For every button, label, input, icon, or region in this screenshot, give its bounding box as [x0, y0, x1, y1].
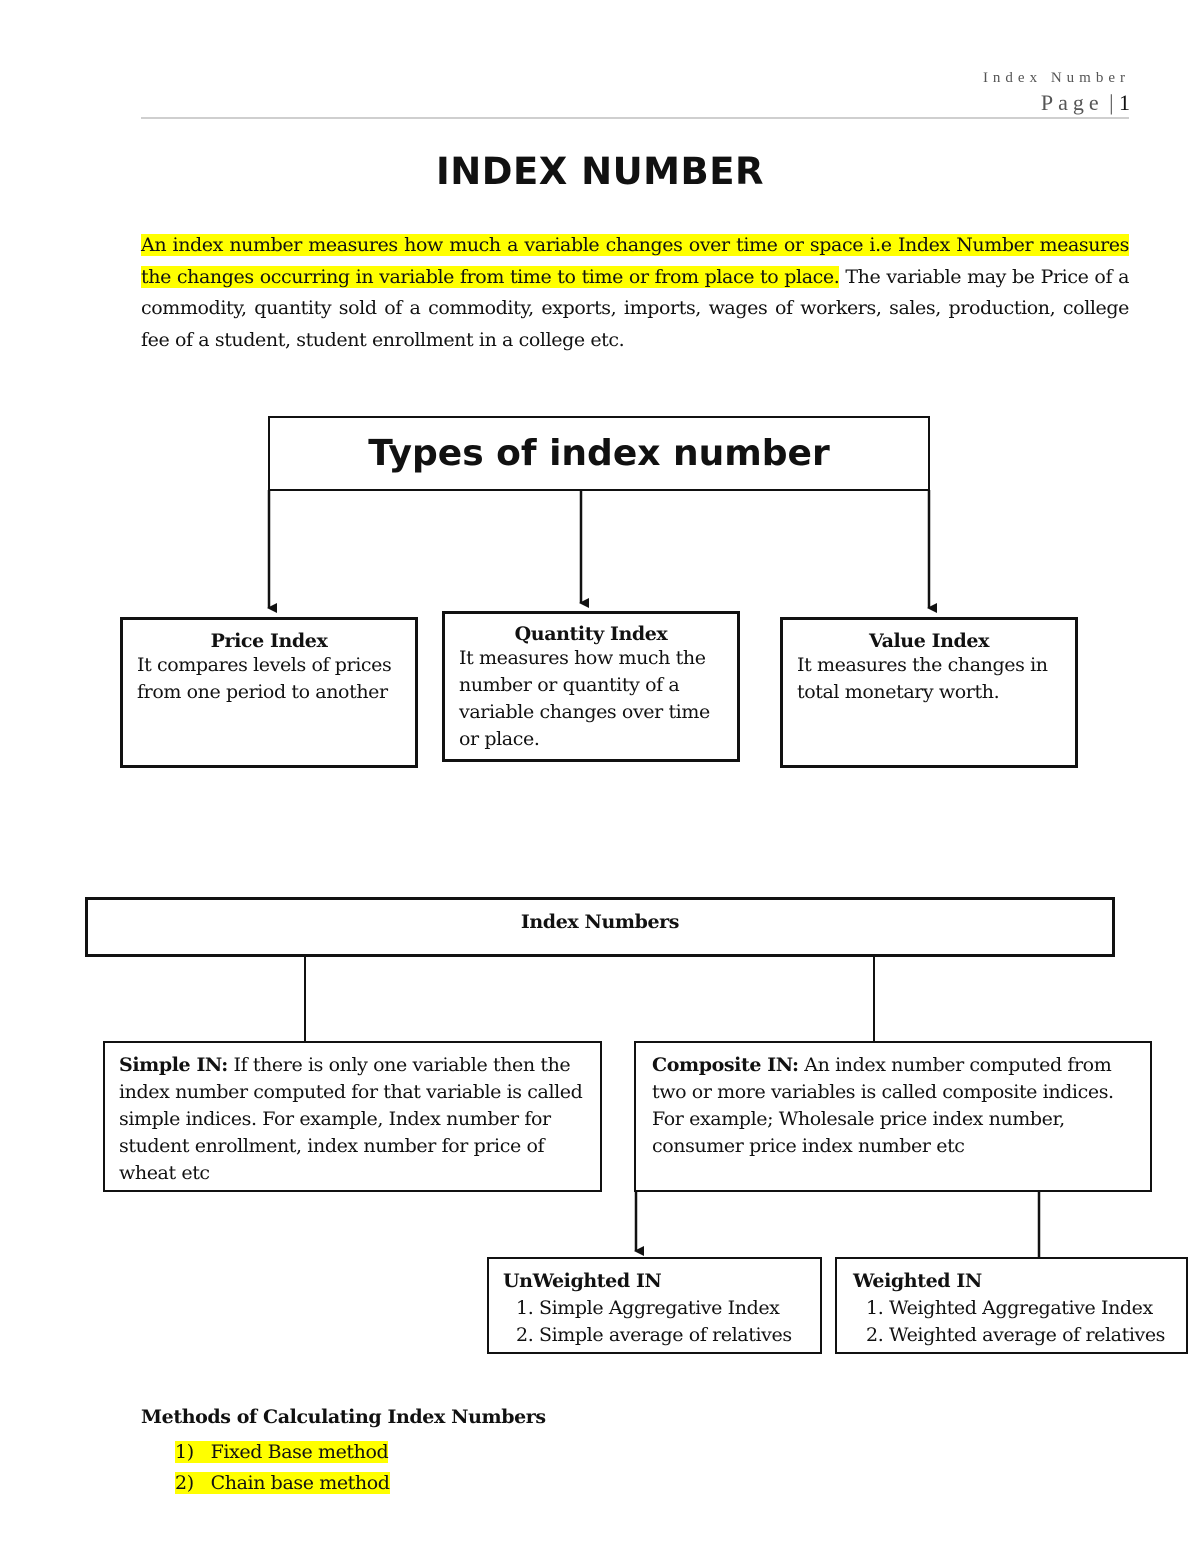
page-title: INDEX NUMBER: [436, 150, 764, 193]
simple-in-text: Simple IN: If there is only one variable…: [119, 1052, 586, 1187]
list-item: Weighted Aggregative Index: [889, 1295, 1170, 1322]
list-item: Simple average of relatives: [539, 1322, 806, 1349]
simple-in-label: Simple IN:: [119, 1054, 228, 1076]
method-label: Chain base method: [210, 1472, 390, 1494]
quantity-index-title: Quantity Index: [514, 623, 668, 645]
method-number: 1): [175, 1441, 194, 1463]
types-root-box: Types of index number: [268, 416, 930, 491]
value-index-box: Value Index It measures the changes in t…: [780, 617, 1078, 768]
weighted-in-box: Weighted IN Weighted Aggregative Index W…: [835, 1257, 1188, 1354]
price-index-title: Price Index: [210, 630, 328, 652]
index-numbers-root-box: Index Numbers: [85, 897, 1115, 957]
unweighted-in-title: UnWeighted IN: [503, 1270, 662, 1292]
method-spacer: [193, 1472, 211, 1494]
method-label: Fixed Base method: [210, 1441, 389, 1463]
simple-in-description: If there is only one variable then the i…: [119, 1054, 583, 1184]
list-item: Simple Aggregative Index: [539, 1295, 806, 1322]
method-spacer: [193, 1441, 211, 1463]
running-header-title: Index Number: [982, 70, 1130, 86]
page-label: Page: [1040, 90, 1104, 115]
list-item: 2) Chain base method: [175, 1468, 390, 1499]
value-index-title: Value Index: [868, 630, 990, 652]
unweighted-in-box: UnWeighted IN Simple Aggregative Index S…: [487, 1257, 822, 1354]
method-number: 2): [175, 1472, 194, 1494]
index-numbers-root-title: Index Numbers: [520, 911, 680, 933]
quantity-index-text: It measures how much the number or quant…: [459, 647, 710, 750]
price-index-box: Price Index It compares levels of prices…: [120, 617, 418, 768]
header-rule: [141, 117, 1129, 119]
simple-in-box: Simple IN: If there is only one variable…: [103, 1041, 602, 1192]
composite-in-description: An index number computed from two or mor…: [652, 1054, 1114, 1157]
intro-paragraph: An index number measures how much a vari…: [141, 230, 1129, 356]
types-root-title: Types of index number: [368, 433, 830, 474]
page-number: 1: [1119, 90, 1130, 115]
composite-in-box: Composite IN: An index number computed f…: [634, 1041, 1152, 1192]
list-item: Weighted average of relatives: [889, 1322, 1170, 1349]
composite-in-text: Composite IN: An index number computed f…: [652, 1052, 1134, 1160]
methods-list: 1) Fixed Base method 2) Chain base metho…: [175, 1437, 390, 1499]
methods-heading: Methods of Calculating Index Numbers: [141, 1406, 546, 1428]
value-index-text: It measures the changes in total monetar…: [797, 654, 1048, 703]
page-separator: |: [1109, 90, 1114, 115]
unweighted-in-list: Simple Aggregative Index Simple average …: [503, 1295, 806, 1349]
weighted-in-title: Weighted IN: [853, 1270, 982, 1292]
price-index-text: It compares levels of prices from one pe…: [137, 654, 392, 703]
composite-in-label: Composite IN:: [652, 1054, 799, 1076]
intro-plain-text: The variable may be Price of a commodity…: [141, 265, 1129, 351]
running-header-page: Page | 1: [1041, 90, 1130, 116]
weighted-in-list: Weighted Aggregative Index Weighted aver…: [853, 1295, 1170, 1349]
list-item: 1) Fixed Base method: [175, 1437, 390, 1468]
quantity-index-box: Quantity Index It measures how much the …: [442, 611, 740, 762]
